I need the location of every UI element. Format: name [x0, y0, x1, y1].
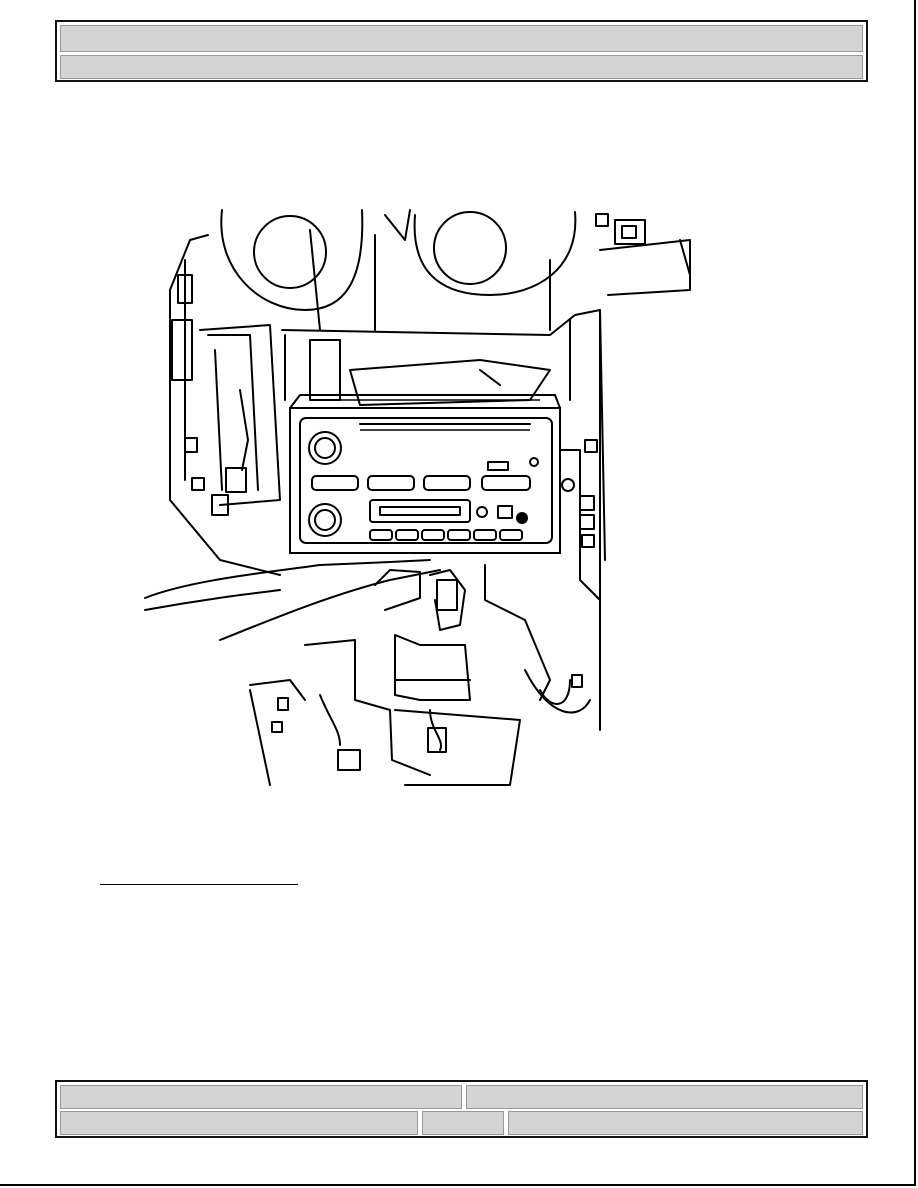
footer-cell-2 — [466, 1085, 863, 1109]
footer-cell-5 — [508, 1111, 863, 1135]
link-underline[interactable] — [100, 884, 298, 885]
radio-removal-illustration — [130, 200, 710, 790]
radio-illustration-svg — [144, 209, 691, 786]
footer-table — [55, 1080, 868, 1138]
footer-cell-4 — [422, 1111, 504, 1135]
header-row-1 — [60, 25, 863, 52]
footer-cell-3 — [60, 1111, 418, 1135]
header-row-2 — [60, 55, 863, 79]
footer-cell-1 — [60, 1085, 462, 1109]
header-table — [55, 20, 868, 82]
